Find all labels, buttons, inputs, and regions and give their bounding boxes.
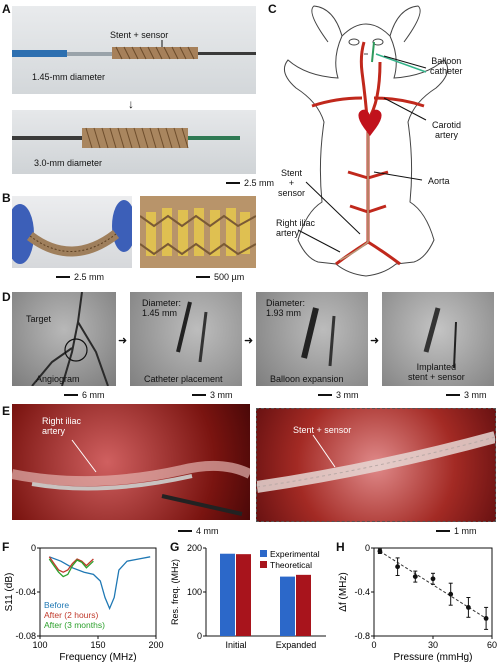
panel-b-label: B [2, 191, 11, 205]
bar-initial-2 [236, 554, 251, 636]
scale-bar-d3: 3 mm [318, 390, 359, 400]
label-target: Target [26, 314, 52, 324]
data-point [430, 576, 436, 582]
bar-expanded-1 [280, 576, 295, 636]
panel-h-label: H [336, 540, 345, 554]
y-tick-label: -0.04 [15, 587, 36, 597]
y-tick-label: -0.4 [354, 587, 370, 597]
y-tick-label: 0 [365, 543, 370, 553]
x-tick-label: 200 [148, 640, 163, 650]
x-axis-label: Pressure (mmHg) [394, 652, 473, 663]
stent-bent-photo [12, 196, 132, 268]
legend-swatch-1 [260, 550, 267, 557]
panel-f-label: F [2, 540, 10, 554]
scale-bar-e-right: 1 mm [436, 526, 477, 536]
panel-e-label: E [2, 404, 11, 418]
x-tick-label: 30 [428, 640, 438, 650]
scale-bar-d1: 6 mm [64, 390, 105, 400]
balloon-expansion-image: Diameter:1.93 mm Balloon expansion [256, 292, 368, 386]
legend-entry-1: Experimental [270, 549, 320, 559]
y-axis-label: Res. freq. (MHz) [170, 559, 180, 625]
step-catheter-placement: Catheter placement [144, 374, 223, 384]
legend-entry-1: Before [44, 600, 69, 610]
label-diameter-large: 3.0-mm diameter [34, 158, 103, 168]
catheter-placement-image: Diameter:1.45 mm Catheter placement [130, 292, 242, 386]
scale-bar-b-right: 500 µm [196, 272, 244, 282]
step-angiogram: Angiogram [36, 374, 80, 384]
arrow-right-icon: ➜ [244, 335, 254, 347]
legend-entry-2: Theoretical [270, 560, 312, 570]
surgery-closeup-photo: Stent + sensor [256, 408, 496, 522]
stent-photo-small: Stent + sensor 1.45-mm diameter [12, 6, 256, 94]
y-tick-label: -0.8 [354, 631, 370, 641]
y-axis-label: Δf (MHz) [338, 572, 349, 611]
scale-bar-e-left: 4 mm [178, 526, 219, 536]
data-point [483, 616, 489, 621]
label-diameter-small: 1.45-mm diameter [32, 72, 106, 82]
legend-swatch-2 [260, 561, 267, 568]
x-axis-label: Frequency (MHz) [59, 652, 136, 663]
y-tick-label: 100 [187, 587, 202, 597]
label-diameter-2: Diameter:1.93 mm [266, 298, 306, 318]
scale-bar-a: 2.5 mm [226, 178, 274, 188]
plot-frame [373, 547, 493, 637]
series-line-2 [48, 556, 94, 573]
label-aorta: Aorta [428, 176, 450, 186]
data-point [377, 548, 383, 554]
panel-a-label: A [2, 2, 11, 16]
label-stent-sensor-a: Stent + sensor [110, 30, 169, 40]
arrow-right-icon: ➜ [370, 335, 380, 347]
x-tick-label: 150 [90, 640, 105, 650]
x-tick-label: 60 [487, 640, 497, 650]
panel-g-label: G [170, 540, 180, 554]
y-tick-label: 0 [31, 543, 36, 553]
label-diameter-1: Diameter:1.45 mm [142, 298, 182, 318]
x-tick-label: 100 [32, 640, 47, 650]
series-line-1 [49, 556, 151, 611]
stent-photo-large: 3.0-mm diameter [12, 110, 256, 174]
category-label: Initial [225, 640, 246, 650]
stent-closeup-photo [140, 196, 256, 268]
scale-bar-d2: 3 mm [192, 390, 233, 400]
y-tick-label: 0 [197, 631, 202, 641]
panel-c-label: C [268, 2, 277, 16]
step-balloon-expansion: Balloon expansion [270, 374, 344, 384]
bar-expanded-2 [296, 574, 311, 636]
category-label: Expanded [276, 640, 317, 650]
data-point [395, 564, 400, 570]
bar-initial-1 [220, 553, 235, 636]
data-point [448, 591, 454, 597]
panel-d-label: D [2, 290, 11, 304]
rat-anatomy-diagram [283, 5, 449, 277]
data-point [466, 605, 471, 610]
scale-bar-b-left: 2.5 mm [56, 272, 104, 282]
label-stent-sensor-e: Stent + sensor [293, 425, 352, 435]
label-stent-sensor-c: Stent+sensor [278, 168, 306, 198]
y-axis-label: S11 (dB) [4, 573, 15, 612]
legend-entry-2: After (2 hours) [44, 610, 98, 620]
legend-entry-3: After (3 months) [44, 620, 105, 630]
arrow-right-icon: ➜ [118, 335, 128, 347]
data-point [412, 574, 418, 579]
arrow-down-icon: ↓ [128, 97, 134, 111]
x-tick-label: 0 [371, 640, 376, 650]
y-tick-label: 200 [187, 543, 202, 553]
y-tick-label: -0.08 [15, 631, 36, 641]
series-line-3 [48, 558, 94, 578]
scale-bar-d4: 3 mm [446, 390, 487, 400]
angiogram-image: Target Angiogram [12, 292, 116, 386]
